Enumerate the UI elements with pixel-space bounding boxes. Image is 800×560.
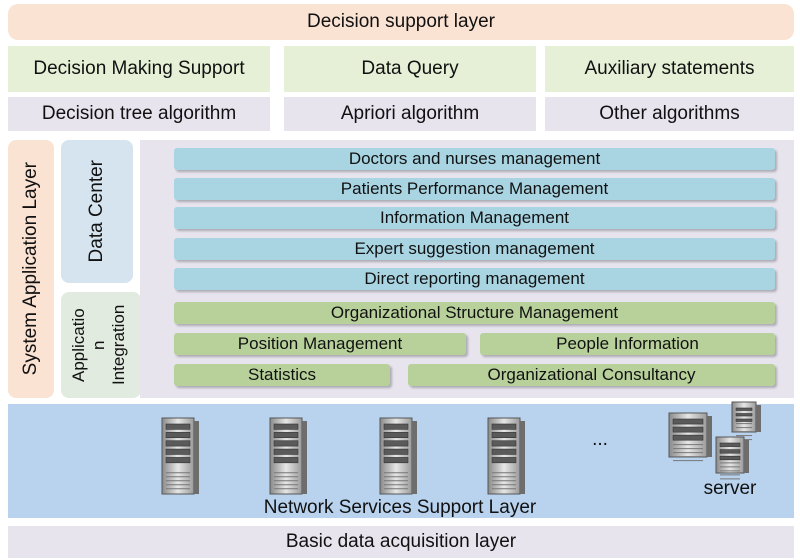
- other-algorithms-box: Other algorithms: [545, 97, 794, 131]
- network-services-title: Network Services Support Layer: [200, 496, 600, 520]
- small-server-icon: [668, 412, 712, 462]
- server-label: server: [690, 477, 770, 501]
- apriori-box: Apriori algorithm: [284, 97, 536, 131]
- decision-support-layer: Decision support layer: [8, 4, 794, 40]
- module-information-management: Information Management: [174, 207, 775, 229]
- module-doctors-nurses: Doctors and nurses management: [174, 148, 775, 170]
- module-label: People Information: [556, 334, 699, 353]
- module-position-management: Position Management: [174, 333, 466, 355]
- module-organizational-consultancy: Organizational Consultancy: [408, 364, 775, 386]
- module-direct-reporting: Direct reporting management: [174, 268, 775, 290]
- auxiliary-statements-box: Auxiliary statements: [545, 46, 794, 92]
- basic-data-acquisition-title: Basic data acquisition layer: [285, 531, 517, 552]
- application-integration-box: Applicatio n Integration: [61, 292, 141, 398]
- data-center-box: Data Center: [61, 140, 133, 283]
- server-tower-icon: [161, 417, 199, 495]
- basic-data-acquisition-layer: Basic data acquisition layer: [8, 526, 794, 558]
- system-application-layer: System Application Layer: [8, 140, 54, 398]
- module-organizational-structure: Organizational Structure Management: [174, 302, 775, 324]
- module-label: Direct reporting management: [364, 269, 585, 288]
- module-label: Expert suggestion management: [354, 239, 595, 258]
- network-services-title-text: Network Services Support Layer: [263, 497, 537, 518]
- decision-making-support-label: Decision Making Support: [33, 58, 245, 79]
- data-query-label: Data Query: [361, 58, 459, 79]
- module-statistics: Statistics: [174, 364, 390, 386]
- module-label: Statistics: [247, 365, 317, 384]
- server-tower-icon: [269, 417, 307, 495]
- ellipsis-label: ...: [592, 429, 608, 450]
- small-server-icon: [731, 401, 761, 441]
- module-label: Organizational Consultancy: [487, 365, 696, 384]
- auxiliary-statements-label: Auxiliary statements: [584, 58, 755, 79]
- server-tower-icon: [487, 417, 525, 495]
- other-algorithms-label: Other algorithms: [599, 103, 740, 124]
- data-query-box: Data Query: [284, 46, 536, 92]
- small-server-icon: [715, 436, 749, 480]
- decision-tree-box: Decision tree algorithm: [8, 97, 270, 131]
- server-tower-icon: [379, 417, 417, 495]
- decision-making-support-box: Decision Making Support: [8, 46, 270, 92]
- server-label-text: server: [703, 478, 757, 499]
- decision-tree-label: Decision tree algorithm: [41, 103, 237, 124]
- ellipsis-text: ...: [580, 428, 620, 452]
- module-people-information: People Information: [480, 333, 775, 355]
- module-label: Organizational Structure Management: [330, 303, 619, 322]
- module-label: Information Management: [380, 208, 569, 227]
- module-label: Patients Performance Management: [340, 179, 609, 198]
- apriori-label: Apriori algorithm: [340, 103, 480, 124]
- decision-support-layer-title: Decision support layer: [307, 11, 495, 32]
- module-label: Position Management: [237, 334, 403, 353]
- module-expert-suggestion: Expert suggestion management: [174, 238, 775, 260]
- module-label: Doctors and nurses management: [348, 149, 601, 168]
- module-patients-performance: Patients Performance Management: [174, 178, 775, 200]
